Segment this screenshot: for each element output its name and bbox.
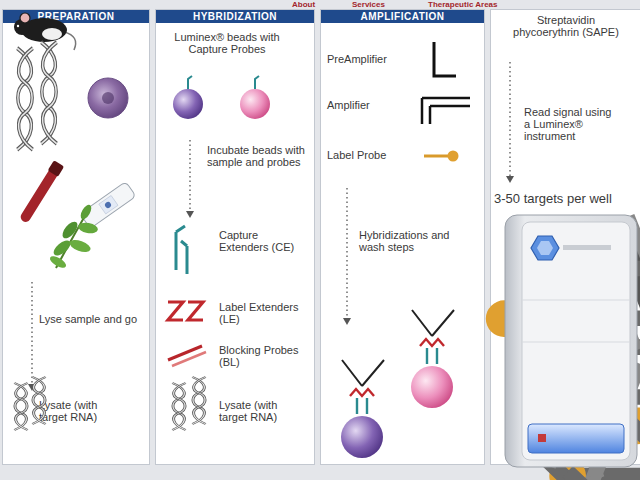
step-text: PreAmplifier <box>327 53 417 65</box>
workflow-panel: AMPLIFICATION PreAmplifierAmplifierLabel … <box>320 9 485 465</box>
step-text: Streptavidin phycoerythrin (SAPE) <box>503 14 629 38</box>
step-header: AMPLIFICATION <box>321 10 484 23</box>
step-text: Hybridizations and wash steps <box>359 229 464 253</box>
step-text: Amplifier <box>327 99 417 111</box>
step-text: Lysate (with target RNA) <box>219 399 299 423</box>
step-header: PREPARATION <box>3 10 149 23</box>
nav-link: Services <box>352 0 385 9</box>
step-header: HYBRIDIZATION <box>156 10 314 23</box>
step-text: Lyse sample and go <box>39 313 144 325</box>
nav-link: About <box>292 0 315 9</box>
step-text: Read signal using a Luminex® instrument <box>524 106 619 142</box>
step-text: Blocking Probes (BL) <box>219 344 299 368</box>
step-text: Incubate beads with sample and probes <box>207 144 312 168</box>
step-text: Label Extenders (LE) <box>219 301 299 325</box>
step-text: Lysate (with target RNA) <box>39 399 119 423</box>
step-text: 3-50 targets per well <box>494 191 639 206</box>
step-text: Capture Extenders (CE) <box>219 229 299 253</box>
workflow-panel: Streptavidin phycoerythrin (SAPE) Read si… <box>490 9 640 465</box>
step-text: Luminex® beads with Capture Probes <box>171 31 283 55</box>
nav-link: Therapeutic Areas <box>428 0 498 9</box>
step-text: Label Probe <box>327 149 417 161</box>
workflow-panel: PREPARATION Lyse sample and go Lysate (wit… <box>2 9 150 465</box>
workflow-panel: HYBRIDIZATION Luminex® beads with Capture… <box>155 9 315 465</box>
